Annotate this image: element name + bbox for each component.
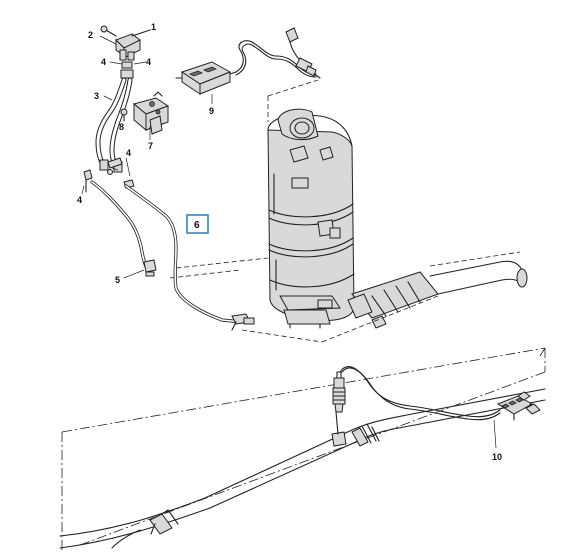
pressure-sensor [99,25,151,79]
outlet-pipe [347,251,528,329]
callout-1: 1 [151,22,156,32]
callout-4-middle: 4 [126,148,131,158]
pressure-hoses [95,77,133,173]
callout-8: 8 [119,122,124,132]
callout-4-top-left: 4 [101,57,106,67]
metal-pressure-pipes [90,180,255,331]
callout-10: 10 [492,452,502,462]
callout-4-top-right: 4 [146,57,151,67]
callout-5: 5 [115,275,120,285]
exhaust-sensor-harness [331,366,541,449]
callout-2: 2 [88,30,93,40]
sensor-bracket [120,91,170,140]
callouts: 1 2 4 4 3 8 7 9 4 4 5 10 6 [77,22,502,462]
particulate-filter [267,108,355,329]
callout-9: 9 [209,106,214,116]
callout-6: 6 [194,220,200,231]
callout-7: 7 [148,141,153,151]
exhaust-pipe-outline [61,347,546,553]
callout-4-left: 4 [77,195,82,205]
callout-3: 3 [94,91,99,101]
callout-6-highlight-box [186,214,209,234]
exhaust-pipe [59,388,546,549]
reference-lines [169,79,439,343]
hose-fittings [81,157,135,195]
nox-sensor-module [175,27,321,104]
